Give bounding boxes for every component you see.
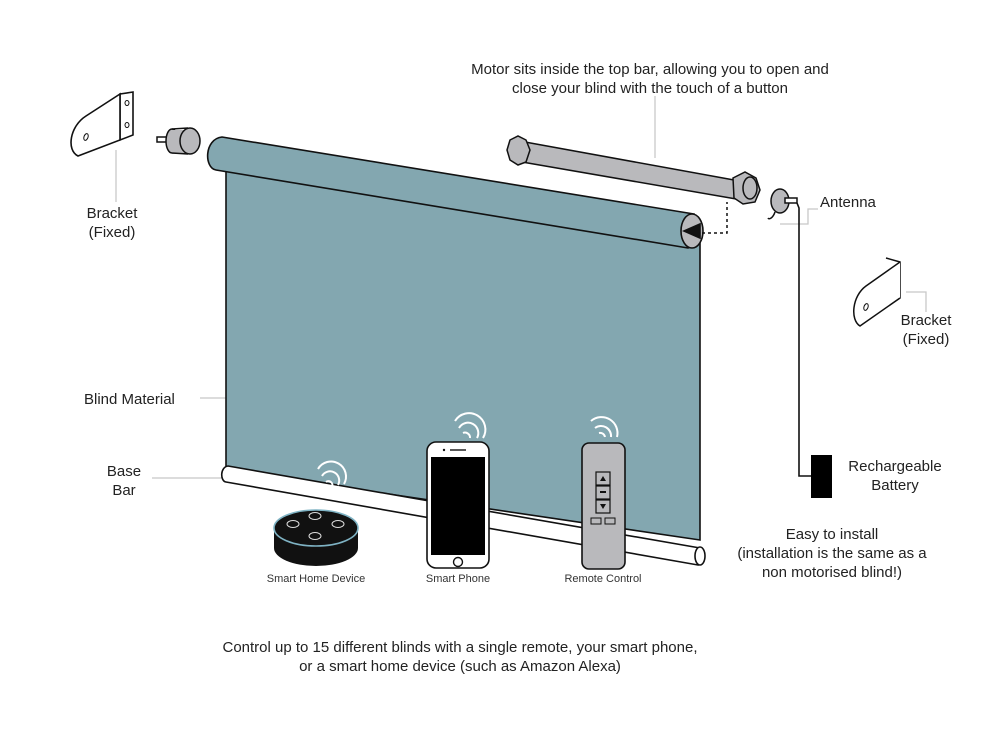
leader-lines [115,96,927,479]
bracket-left-icon [70,91,134,157]
device-label-remote: Remote Control [564,573,642,585]
battery-icon [811,455,832,498]
footer-caption: Control up to 15 different blinds with a… [222,639,698,675]
wifi-signal-icon [454,412,487,439]
battery-label: Rechargeable Battery [848,458,942,494]
device-label-smart-home: Smart Home Device [266,573,366,585]
motor-tube-icon [506,135,761,205]
wifi-signal-icon [317,460,347,488]
end-cap-left-icon [156,127,201,155]
dashed-arrow [702,202,728,234]
motor-label: Motor sits inside the top bar, allowing … [420,60,880,98]
antenna-label: Antenna [820,194,876,211]
leader-bracket-right [906,291,927,312]
remote-control-icon [581,416,626,570]
wifi-signal-icon [590,416,619,438]
bracket-right-icon [853,257,901,327]
motor-label-line2: close your blind with the touch of a but… [511,80,788,97]
base-bar-label: Base Bar [106,463,142,499]
smart-speaker-icon [273,460,359,566]
smartphone-icon [426,412,490,569]
bracket-left-label: Bracket (Fixed) [86,205,138,241]
device-label-smart-phone: Smart Phone [425,573,491,585]
blind-material-label: Blind Material [84,391,175,408]
motor-label-line1: Motor sits inside the top bar, allowing … [471,61,829,78]
install-label: Easy to install (installation is the sam… [737,526,927,581]
battery-wire [796,202,811,477]
antenna-icon [767,188,798,220]
bracket-right-label: Bracket (Fixed) [900,312,952,348]
top-roller [206,136,704,249]
leader-antenna [780,208,818,225]
